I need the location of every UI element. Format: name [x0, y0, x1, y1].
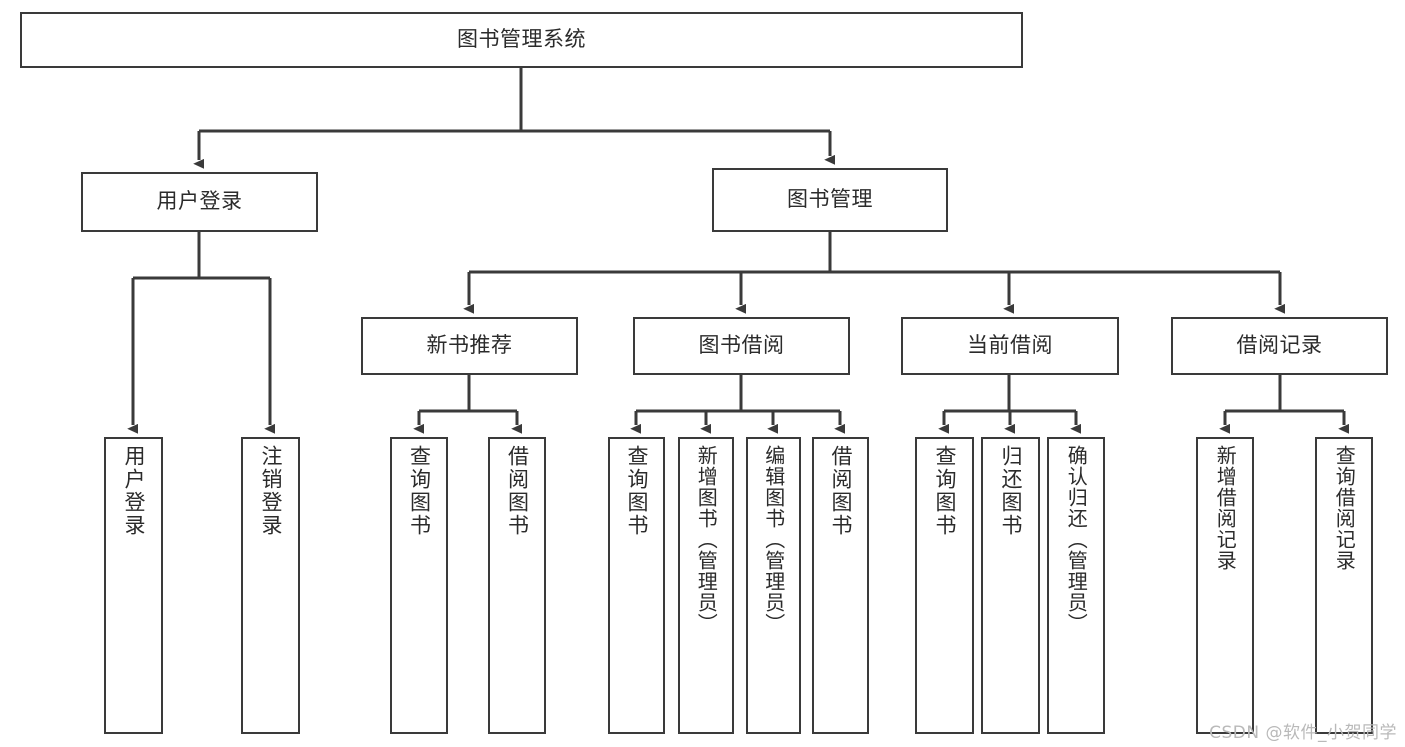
node-leaf-query-book-current[interactable]: 查询图书: [915, 437, 974, 734]
node-leaf-edit-book-admin[interactable]: 编辑图书（管理员）: [746, 437, 801, 734]
node-label: 图书管理: [787, 187, 873, 212]
node-label: 新增借阅记录: [1213, 445, 1238, 571]
node-leaf-query-book-borrow[interactable]: 查询图书: [608, 437, 665, 734]
node-label: 借阅记录: [1236, 333, 1323, 358]
node-current-borrow[interactable]: 当前借阅: [901, 317, 1119, 375]
node-label: 借阅图书: [505, 445, 530, 537]
node-label: 编辑图书（管理员）: [761, 445, 786, 634]
node-book-borrow[interactable]: 图书借阅: [633, 317, 850, 375]
node-label: 归还图书: [998, 445, 1023, 537]
node-label: 查询图书: [624, 445, 649, 537]
node-label: 借阅图书: [828, 445, 853, 537]
node-label: 查询图书: [932, 445, 957, 537]
node-leaf-logout-login[interactable]: 注销登录: [241, 437, 300, 734]
node-leaf-query-borrow-record[interactable]: 查询借阅记录: [1315, 437, 1373, 734]
node-leaf-return-book[interactable]: 归还图书: [981, 437, 1040, 734]
node-label: 用户登录: [156, 189, 243, 214]
node-label: 当前借阅: [967, 333, 1053, 358]
node-new-book-recommend[interactable]: 新书推荐: [361, 317, 578, 375]
node-leaf-query-book-recommend[interactable]: 查询图书: [390, 437, 448, 734]
node-label: 注销登录: [258, 445, 283, 537]
node-label: 查询图书: [407, 445, 432, 537]
node-leaf-borrow-book-recommend[interactable]: 借阅图书: [488, 437, 546, 734]
node-leaf-add-borrow-record[interactable]: 新增借阅记录: [1196, 437, 1254, 734]
node-leaf-add-book-admin[interactable]: 新增图书（管理员）: [678, 437, 734, 734]
node-label: 图书借阅: [698, 333, 785, 358]
node-label: 新书推荐: [426, 333, 513, 358]
node-label: 用户登录: [121, 445, 146, 537]
csdn-watermark: CSDN @软件_小贺同学: [1209, 723, 1397, 743]
node-root-system[interactable]: 图书管理系统: [20, 12, 1023, 68]
node-user-login[interactable]: 用户登录: [81, 172, 318, 232]
node-leaf-borrow-book[interactable]: 借阅图书: [812, 437, 869, 734]
node-label: 查询借阅记录: [1332, 445, 1357, 571]
node-label: 图书管理系统: [457, 27, 586, 52]
node-borrow-record[interactable]: 借阅记录: [1171, 317, 1388, 375]
node-book-manage[interactable]: 图书管理: [712, 168, 948, 232]
node-label: 新增图书（管理员）: [694, 445, 719, 634]
node-label: 确认归还（管理员）: [1064, 445, 1089, 634]
node-leaf-user-login[interactable]: 用户登录: [104, 437, 163, 734]
node-leaf-confirm-return-admin[interactable]: 确认归还（管理员）: [1047, 437, 1105, 734]
